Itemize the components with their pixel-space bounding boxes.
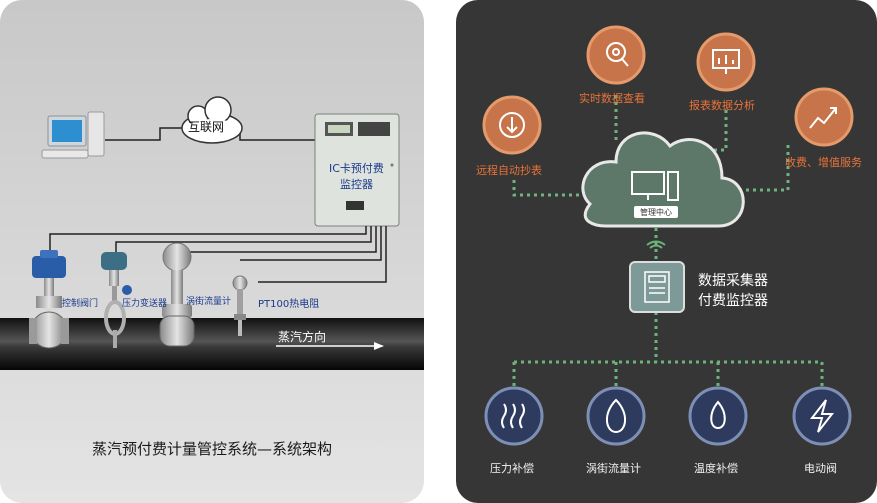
internet-cloud-icon [181,96,243,144]
eye-magnifier-icon [606,42,629,67]
pressure-waves-icon [501,403,525,429]
diagram-caption: 蒸汽预付费计量管控系统—系统架构 [91,440,332,458]
service-label-1: 实时数据查看 [579,92,645,105]
ic-card-controller [314,113,400,227]
cloud-label: 管理中心 [640,208,672,217]
sensor-circle-2 [688,386,748,446]
device-label-pt100: PT100热电阻 [258,299,320,310]
download-arrow-icon [499,112,525,138]
controller-label-2: 监控器 [340,178,373,191]
sensor-label-3: 电动阀 [804,462,837,475]
lightning-icon [809,399,835,433]
sensor-label-1: 涡街流量计 [586,462,641,475]
pt100-sensor-icon [232,275,248,336]
wifi-signal-icon [646,240,666,249]
collector-device-icon [644,271,670,303]
collector-label-1: 数据采集器 [698,273,768,289]
architecture-diagram [0,96,424,370]
pressure-transmitter-icon [101,252,132,348]
device-label-pressure: 压力变送器 [122,299,168,309]
data-collector-box [629,261,685,313]
sensor-label-0: 压力补偿 [490,462,534,475]
service-label-0: 远程自动抄表 [476,164,542,177]
device-label-valve: 控制阀门 [62,299,99,309]
service-circle-3 [794,87,854,147]
cloud-label-box [634,206,678,218]
collector-label-2: 付费监控器 [698,293,768,309]
service-label-2: 报表数据分析 [689,99,755,112]
controller-label-1: IC卡预付费 [329,162,384,175]
internet-label: 互联网 [188,120,225,134]
service-diagram [482,25,854,446]
service-overview-panel: 远程自动抄表 实时数据查看 报表数据分析 收费、增值服务 管理中心 数据采集器 … [456,0,877,503]
device-label-vortex: 涡街流量计 [186,297,232,307]
pc-internet-line [105,127,183,141]
system-architecture-panel: 互联网 IC卡预付费 监控器 控制阀门 压力变送器 涡街流量计 PT100热电阻… [0,0,424,503]
sensor-circle-3 [792,386,852,446]
trend-arrow-icon [809,107,837,129]
monitor-icon [631,171,679,201]
vortex-flowmeter-icon [159,242,195,347]
sensor-circle-1 [586,386,646,446]
flame-icon [606,398,626,434]
control-valve-icon [29,250,69,349]
steam-pipe [0,318,424,370]
service-label-3: 收费、增值服务 [785,156,862,169]
chart-board-icon [712,49,740,74]
internet-controller-line [239,128,315,141]
drop-flame-icon [710,400,726,430]
flow-direction-label: 蒸汽方向 [278,330,327,344]
sensor-label-2: 温度补偿 [694,462,738,475]
computer-icon [41,111,105,159]
